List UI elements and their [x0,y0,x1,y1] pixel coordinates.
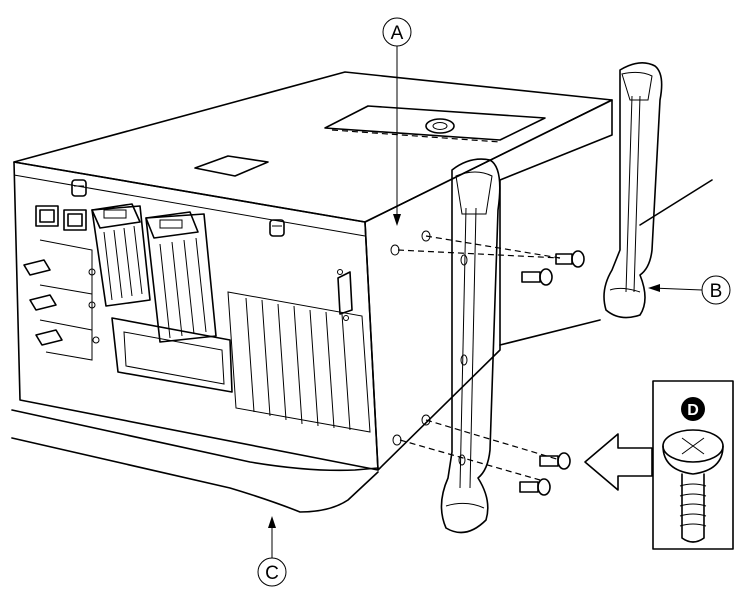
io-panel [111,317,233,393]
power-supply-module-1 [91,203,151,307]
slot-tabs [23,239,100,361]
power-connectors [35,205,87,231]
floor-surface [11,179,713,513]
screw-1 [555,250,585,268]
mounting-screws [397,235,585,496]
chassis-top [13,71,613,223]
expansion-slots [227,291,371,433]
rail-rear [603,62,663,319]
detail-arrow [584,433,653,491]
callout-b-label: B [710,281,723,302]
callout-b: B [648,275,731,305]
chassis-side [364,99,613,471]
thumbscrew-right [269,219,285,237]
screw-3 [539,452,571,470]
chassis-front [13,161,379,471]
callout-d-badge [681,397,705,421]
thumbscrew-left [71,179,87,197]
power-supply-module-2 [145,211,217,343]
screw-detail-box: D [652,380,734,550]
top-latch [425,118,455,134]
callout-c: C [257,516,287,587]
callout-a: A [382,17,412,226]
screw-detail-icon [662,429,724,543]
callout-d-label: D [687,402,699,419]
screw-4 [519,478,551,496]
screw-2 [521,268,553,286]
serial-port [337,269,353,321]
callout-c-label: C [265,563,279,584]
top-panel [324,105,546,141]
rail-front [440,158,501,534]
callout-a-label: A [391,23,404,44]
server-chassis [13,71,613,471]
